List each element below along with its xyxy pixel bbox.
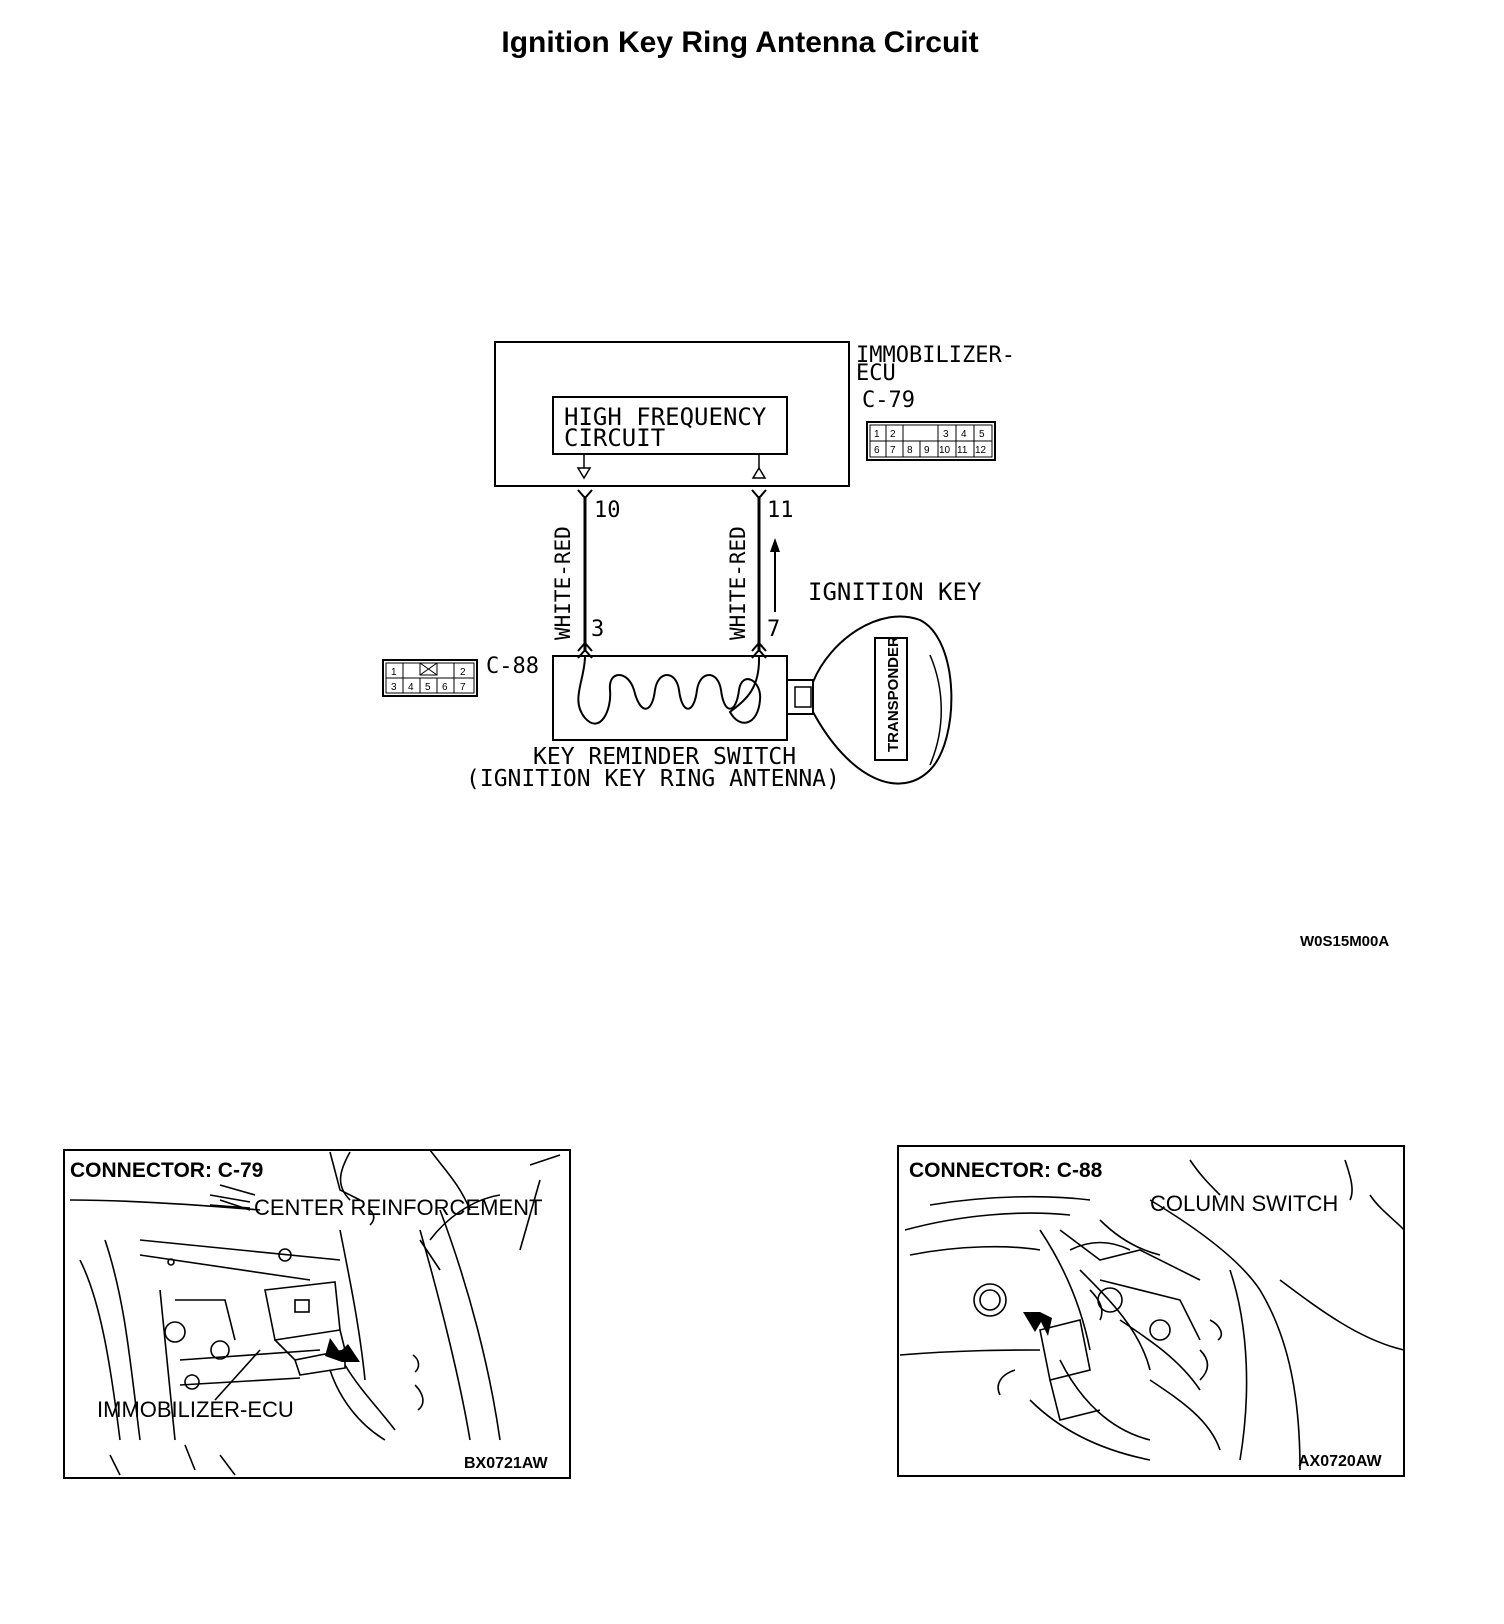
c79-pin: 10 <box>939 445 951 456</box>
c79-pin: 12 <box>975 445 987 456</box>
c88-pin: 6 <box>442 682 448 693</box>
ignition-key-icon: TRANSPONDER <box>786 615 953 785</box>
connector-c88-panel: CONNECTOR: C-88 COLUMN SWITCH AX0720AW <box>897 1145 1405 1477</box>
c88-pin: 7 <box>460 682 466 693</box>
key-reminder-switch-box <box>552 655 788 741</box>
antenna-coil <box>577 655 762 725</box>
switch-connector-label: C-88 <box>486 654 539 679</box>
panel-c88-code: AX0720AW <box>1298 1453 1382 1470</box>
ecu-label-line2: ECU <box>856 361 896 386</box>
figure-code: W0S15M00A <box>1300 933 1389 950</box>
c88-pin: 3 <box>391 682 397 693</box>
ecu-box <box>494 341 850 487</box>
wire-left <box>577 489 593 659</box>
panel-c88-label-top: COLUMN SWITCH <box>1150 1191 1338 1216</box>
c79-pin: 1 <box>874 429 880 440</box>
panel-c79-title: CONNECTOR: C-79 <box>70 1159 263 1182</box>
c79-pin: 7 <box>890 445 896 456</box>
ecu-connector-label: C-79 <box>862 388 915 413</box>
c88-pin: 1 <box>391 667 397 678</box>
wire-left-color-label: WHITE-RED <box>551 526 575 640</box>
panel-c88-title: CONNECTOR: C-88 <box>909 1159 1103 1182</box>
hf-circuit-label-line1: HIGH FREQUENCY <box>564 403 767 431</box>
arrow-icon <box>325 1338 360 1362</box>
switch-label-line1: KEY REMINDER SWITCH <box>533 744 796 770</box>
c88-connector-icon: 1 2 3 4 5 6 7 <box>382 659 478 697</box>
transponder-label: TRANSPONDER <box>885 636 902 752</box>
c88-pin: 4 <box>408 682 414 693</box>
pin-switch-right: 7 <box>767 617 780 642</box>
input-arrow-icon <box>751 466 767 479</box>
panel-c79-label-top: CENTER REINFORCEMENT <box>254 1195 542 1220</box>
ecu-label-line1: IMMOBILIZER- <box>856 343 1015 368</box>
c88-pin: 5 <box>425 682 431 693</box>
page-title: Ignition Key Ring Antenna Circuit <box>501 26 979 59</box>
c79-pin: 5 <box>979 429 985 440</box>
pin-ecu-right: 11 <box>767 498 794 523</box>
c79-pin: 4 <box>961 429 967 440</box>
wire-right-color-label: WHITE-RED <box>726 526 750 640</box>
c88-pin: 2 <box>460 667 466 678</box>
c79-pin: 6 <box>874 445 880 456</box>
ignition-key-label: IGNITION KEY <box>808 578 982 606</box>
c79-connector-icon: 1 2 3 4 5 6 7 8 9 10 11 12 <box>866 421 996 461</box>
signal-direction-arrow-icon <box>770 538 780 612</box>
c79-pin: 11 <box>957 445 968 456</box>
arrow-icon <box>1023 1312 1052 1336</box>
c79-pin: 8 <box>907 445 913 456</box>
c79-pin: 9 <box>924 445 930 456</box>
pin-ecu-left: 10 <box>594 498 621 523</box>
wire-right <box>751 489 767 659</box>
hf-circuit-box <box>552 396 788 455</box>
pin-switch-left: 3 <box>591 617 604 642</box>
c79-pin: 3 <box>943 429 949 440</box>
output-arrow-icon <box>576 467 592 480</box>
switch-label-line2: (IGNITION KEY RING ANTENNA) <box>466 766 840 792</box>
panel-c79-code: BX0721AW <box>464 1455 548 1472</box>
c79-pin: 2 <box>890 429 896 440</box>
hf-circuit-label-line2: CIRCUIT <box>564 424 665 452</box>
panel-c79-label-bottom: IMMOBILIZER-ECU <box>97 1397 294 1422</box>
connector-c79-panel: CONNECTOR: C-79 CENTER REINFORCEMENT IMM… <box>63 1149 571 1479</box>
